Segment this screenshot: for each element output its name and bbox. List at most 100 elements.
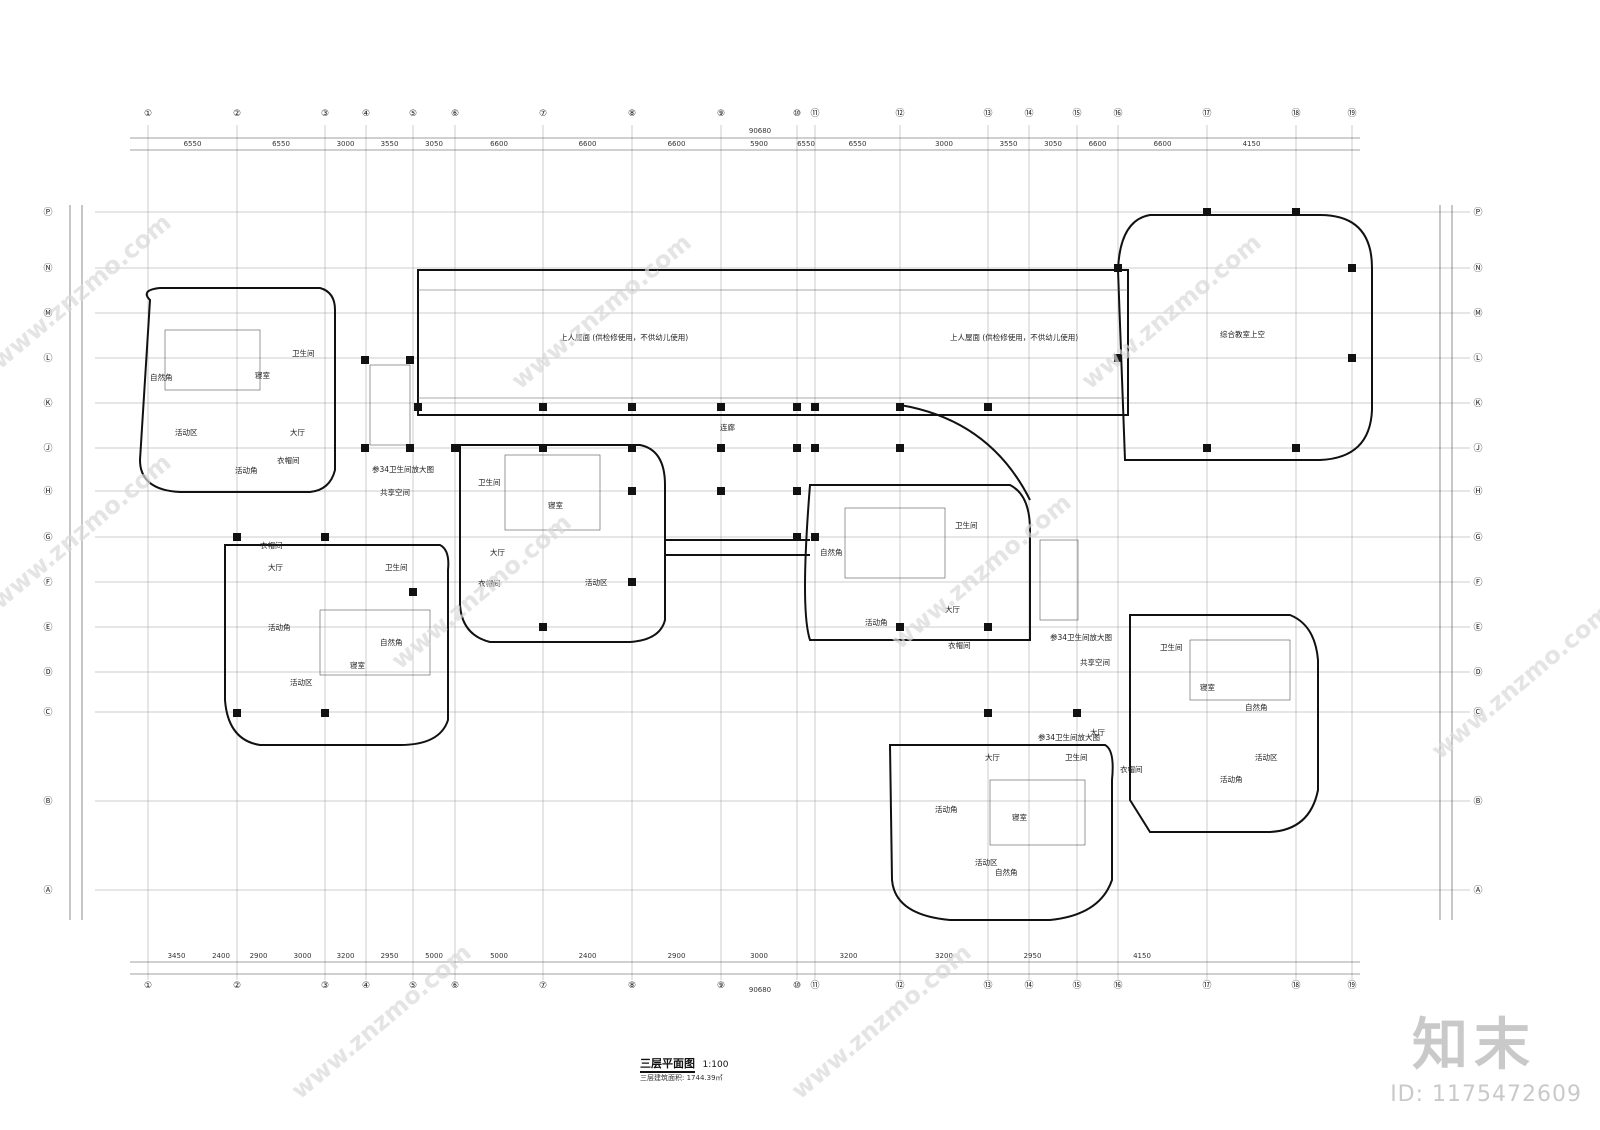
row-axis-label: Ⓜ: [1473, 308, 1482, 319]
structural-column: [539, 623, 547, 631]
hall-label-5: 大厅: [985, 752, 1000, 762]
structural-column: [811, 444, 819, 452]
structural-column: [628, 487, 636, 495]
row-axis-label: Ⓚ: [43, 398, 52, 409]
detail-ref-3: 参34卫生间放大图: [1038, 732, 1100, 742]
row-axis-label: Ⓟ: [43, 207, 52, 218]
column-axis-label: ⑯: [1113, 980, 1122, 991]
column-axis-label: ④: [362, 981, 370, 991]
structural-column: [1114, 354, 1122, 362]
row-axis-label: Ⓔ: [1473, 622, 1482, 633]
structural-column: [811, 403, 819, 411]
structural-column: [717, 444, 725, 452]
dimension-top: 6550: [797, 140, 815, 148]
image-id-tag: ID: 1175472609: [1390, 1082, 1582, 1107]
row-axis-label: Ⓙ: [43, 443, 52, 454]
column-axis-label: ①: [144, 109, 152, 119]
structural-column: [811, 533, 819, 541]
structural-column: [793, 403, 801, 411]
watermark-site-9: www.znzmo.com: [286, 938, 477, 1104]
structural-column: [414, 403, 422, 411]
room-labels: 上人屋面 (供检修使用，不供幼儿使用) 上人屋面 (供检修使用，不供幼儿使用) …: [150, 329, 1278, 877]
structural-column: [321, 533, 329, 541]
activity-corner-4: 活动角: [1220, 774, 1243, 784]
row-axis-label: Ⓐ: [1473, 885, 1482, 896]
watermark-site-8: www.znzmo.com: [786, 938, 977, 1104]
dimension-bottom: 3000: [750, 952, 768, 960]
column-axis-label: ⑮: [1072, 108, 1081, 119]
total-dim-top: 90680: [749, 127, 771, 135]
structural-column: [233, 709, 241, 717]
sleep-room-1: 寝室: [255, 370, 270, 380]
toilet-label-5: 卫生间: [1160, 642, 1183, 652]
column-axis-label: ①: [144, 981, 152, 991]
dimension-top: 3050: [1044, 140, 1062, 148]
nature-corner-5: 自然角: [380, 637, 403, 647]
column-axis-label: ②: [233, 109, 241, 119]
roof-left-label: 上人屋面 (供检修使用，不供幼儿使用): [560, 332, 688, 342]
dimension-top: 3550: [1000, 140, 1018, 148]
column-axis-label: ⑬: [983, 980, 992, 991]
structural-column: [896, 444, 904, 452]
sleep-room-5: 寝室: [1012, 812, 1028, 822]
column-axis-label: ⑨: [717, 981, 725, 991]
dimension-top: 6550: [184, 140, 202, 148]
row-axis-label: Ⓛ: [43, 353, 52, 364]
total-dimensions: 90680 90680: [749, 127, 771, 994]
activity-area-1: 活动区: [175, 427, 198, 437]
structural-column: [1073, 709, 1081, 717]
structural-column: [984, 709, 992, 717]
hall-label-6: 大厅: [1090, 727, 1106, 737]
dimension-bottom: 2400: [212, 952, 230, 960]
multi-room-label: 综合教室上空: [1220, 329, 1265, 339]
column-axis-label: ⑭: [1024, 980, 1033, 991]
column-axis-label: ⑥: [451, 981, 459, 991]
drawing-title-block: 三层平面图 1:100: [640, 1055, 728, 1073]
column-axis-label: ⑲: [1347, 108, 1356, 119]
structural-columns: [233, 208, 1356, 717]
column-axis-label: ⑩: [793, 981, 801, 991]
hall-label-4: 大厅: [945, 604, 960, 614]
column-axis-label: ③: [321, 109, 329, 119]
nature-corner-4: 自然角: [995, 867, 1018, 877]
structural-column: [406, 444, 414, 452]
column-axis-label: ⑮: [1072, 980, 1081, 991]
building-walls: [138, 214, 1373, 921]
row-axis-label: Ⓑ: [43, 796, 52, 807]
row-axis-label: Ⓜ: [43, 308, 52, 319]
dimension-top: 3050: [425, 140, 443, 148]
shared-space-left: 共享空间: [380, 487, 410, 497]
column-axis-label: ⑧: [628, 109, 636, 119]
toilet-label-6: 卫生间: [1065, 752, 1088, 762]
dimension-bottom: 2400: [579, 952, 597, 960]
dimension-bottom: 3450: [168, 952, 186, 960]
toilet-label-2: 卫生间: [385, 562, 408, 572]
column-axis-label: ⑰: [1202, 980, 1211, 991]
column-axis-label: ⑪: [810, 108, 819, 119]
hall-label-1: 大厅: [290, 427, 305, 437]
row-axis-label: Ⓓ: [43, 667, 52, 678]
column-axis-label: ⑲: [1347, 980, 1356, 991]
watermark-site-2: www.znzmo.com: [0, 448, 177, 614]
row-axis-label: Ⓝ: [1473, 263, 1482, 274]
cloak-room-4: 衣帽间: [1120, 764, 1143, 774]
row-axis-label: Ⓓ: [1473, 667, 1482, 678]
structural-column: [1292, 444, 1300, 452]
cloak-room-3: 衣帽间: [948, 640, 971, 650]
dimension-top: 3550: [381, 140, 399, 148]
dimension-bottom: 3200: [840, 952, 858, 960]
detail-ref-2: 参34卫生间放大图: [1050, 632, 1112, 642]
activity-corner-5: 活动角: [935, 804, 958, 814]
dimension-bottom: 3200: [337, 952, 355, 960]
column-axis-label: ⑤: [409, 981, 417, 991]
axis-grid: [95, 125, 1470, 980]
watermark-site-1: www.znzmo.com: [0, 208, 177, 374]
structural-column: [539, 403, 547, 411]
total-dim-bottom: 90680: [749, 986, 771, 994]
column-axis-label: ⑪: [810, 980, 819, 991]
column-axis-label: ⑩: [793, 109, 801, 119]
structural-column: [406, 356, 414, 364]
row-axis-label: Ⓚ: [1473, 398, 1482, 409]
